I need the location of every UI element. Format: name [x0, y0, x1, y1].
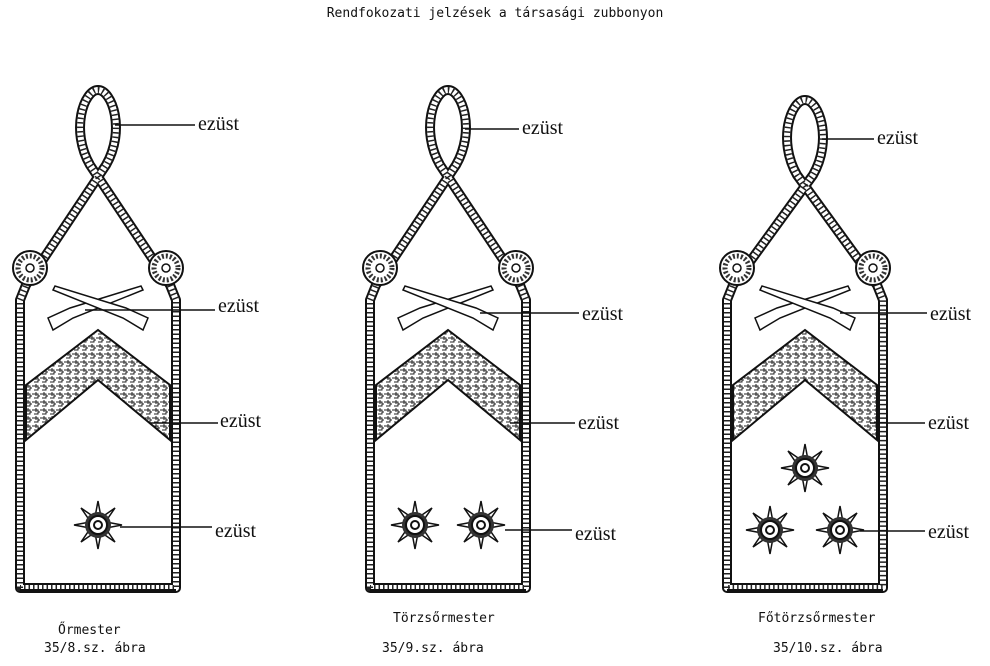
cord-rosette-icon [498, 250, 534, 286]
star-pip-icon [745, 505, 795, 555]
chevron-stripe [732, 328, 878, 443]
star-pip-icon [815, 505, 865, 555]
label-chevron-material: ezüst [578, 412, 620, 434]
label-cord-material: ezüst [877, 127, 919, 149]
label-star-material: ezüst [215, 520, 257, 542]
rank-caption: Őrmester [58, 623, 121, 638]
label-rifles-material: ezüst [582, 303, 624, 325]
figure-caption: 35/8.sz. ábra [44, 641, 146, 656]
chevron-stripe [375, 328, 521, 443]
cord-rosette-icon [719, 250, 755, 286]
epaulette-ormester [12, 85, 218, 593]
epaulette-torzsormester [362, 85, 579, 593]
rank-caption: Törzsőrmester [393, 611, 495, 626]
crossed-rifles-icon [397, 285, 499, 332]
page-title: Rendfokozati jelzések a társasági zubbon… [326, 6, 664, 21]
epaulette-fotorzsormester [719, 95, 927, 593]
star-pip-icon [456, 500, 506, 550]
rank-caption: Főtörzsőrmester [758, 611, 876, 626]
cord-rosette-icon [148, 250, 184, 286]
label-rifles-material: ezüst [218, 295, 260, 317]
star-pip-icon [780, 443, 830, 493]
label-chevron-material: ezüst [220, 410, 262, 432]
cord-rosette-icon [855, 250, 891, 286]
label-star-material: ezüst [928, 521, 970, 543]
crossed-rifles-icon [754, 285, 856, 332]
label-chevron-material: ezüst [928, 412, 970, 434]
label-rifles-material: ezüst [930, 303, 972, 325]
chevron-stripe [25, 328, 171, 443]
star-pip-icon [73, 500, 123, 550]
figure-caption: 35/10.sz. ábra [773, 641, 883, 656]
star-pip-icon [390, 500, 440, 550]
cord-rosette-icon [362, 250, 398, 286]
figure-caption: 35/9.sz. ábra [382, 641, 484, 656]
cord-rosette-icon [12, 250, 48, 286]
label-cord-material: ezüst [522, 117, 564, 139]
label-cord-material: ezüst [198, 113, 240, 135]
label-star-material: ezüst [575, 523, 617, 545]
crossed-rifles-icon [47, 285, 149, 332]
